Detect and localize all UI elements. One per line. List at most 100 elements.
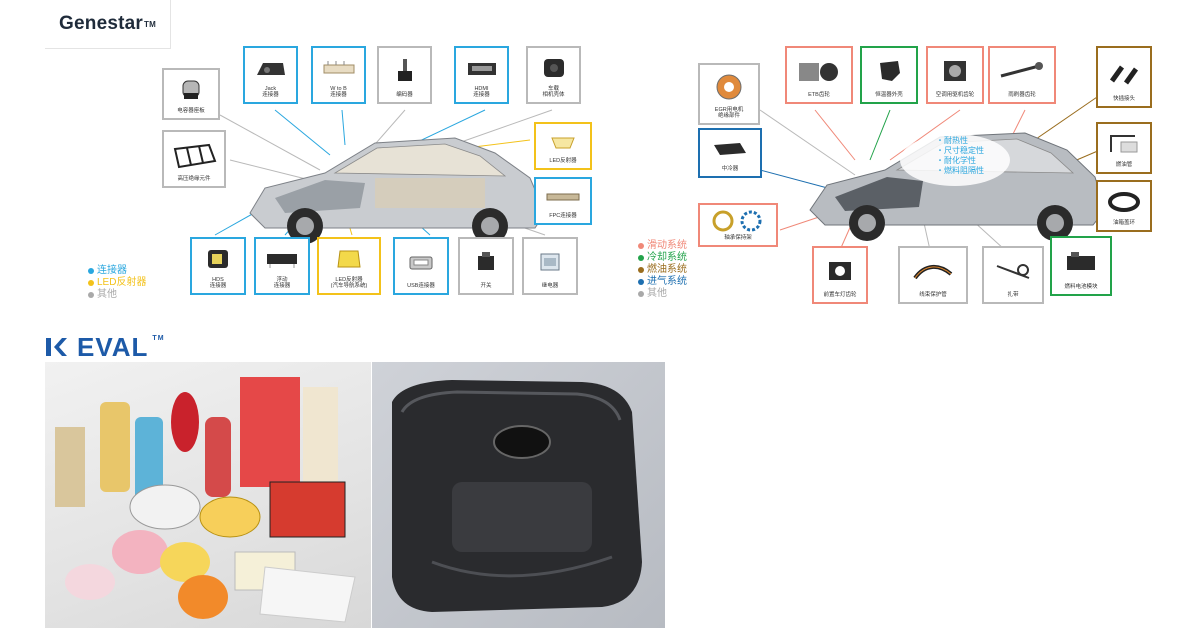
encoder-icon [381, 50, 428, 92]
legend-item: 进气系统 [638, 276, 687, 288]
feature-item: ・耐热性 [936, 136, 968, 145]
floating-connector-icon [258, 241, 306, 277]
part-label: 电容器座板 [177, 108, 205, 115]
part-box-harness-protector: 线束保护管 [898, 246, 968, 304]
part-label: 空调用驱机齿轮 [935, 92, 975, 99]
part-box-camera-housing: 车载相机壳体 [526, 46, 581, 104]
packaging-illustration [55, 377, 356, 623]
headlamp-gear-icon [816, 250, 864, 292]
part-box-fuel-pipe: 燃油管 [1096, 122, 1152, 174]
part-label: 继电器 [541, 283, 559, 290]
system-car-diagram: EGR用电机绝缘部件 ETB齿轮 恒温器外壳 空调用驱机齿轮 雨刷器齿轮 快插接… [630, 40, 1170, 305]
part-box-led-reflector: LED反射器 [534, 122, 592, 170]
part-label: 线束保护管 [919, 292, 947, 299]
part-label: 开关 [480, 283, 492, 290]
part-label: 前置车灯齿轮 [823, 292, 857, 299]
genestar-tm: TM [144, 19, 156, 29]
part-box-bearing-cage: 轴承保持架 [698, 203, 778, 247]
legend-dot [638, 267, 644, 273]
part-box-fuel-cap-ring: 油箱盖环 [1096, 180, 1152, 232]
part-box-intercooler: 中冷器 [698, 128, 762, 178]
part-label: 编码器 [396, 92, 413, 99]
part-label: 高压绝缘元件 [177, 176, 211, 183]
part-box-relay: 继电器 [522, 237, 578, 295]
legend-text: 燃油系统 [647, 264, 687, 275]
left-legend: 连接器 LED反射器 其他 [88, 265, 146, 301]
legend-dot [88, 292, 94, 298]
part-label: EGR用电机绝缘部件 [714, 106, 744, 120]
right-legend: 滑动系统 冷却系统 燃油系统 进气系统 其他 [638, 240, 687, 300]
feature-item: ・耐化学性 [936, 156, 976, 165]
part-box-egr-insulator: EGR用电机绝缘部件 [698, 63, 760, 125]
legend-item: 燃油系统 [638, 264, 687, 276]
legend-dot [638, 243, 644, 249]
bearing-cage-icon [702, 207, 774, 235]
legend-item: LED反射器 [88, 277, 146, 289]
legend-item: 冷却系统 [638, 252, 687, 264]
part-box-encoder: 编码器 [377, 46, 432, 104]
legend-item: 连接器 [88, 265, 146, 277]
led-reflector-icon [538, 126, 588, 158]
jack-connector-icon [247, 50, 294, 86]
part-box-switch: 开关 [458, 237, 514, 295]
legend-dot [88, 280, 94, 286]
part-label: 中冷器 [721, 166, 739, 173]
legend-item: 其他 [638, 288, 687, 300]
relay-icon [526, 241, 574, 283]
part-label: 燃料电池模块 [1064, 284, 1098, 291]
part-label: 雨刷器齿轮 [1008, 92, 1036, 99]
usb-connector-icon [397, 241, 445, 283]
capacitor-icon [166, 72, 216, 108]
legend-text: 冷却系统 [647, 252, 687, 263]
fuel-tank-illustration [392, 380, 642, 612]
part-label: 油箱盖环 [1112, 220, 1135, 227]
part-label: 轴承保持架 [724, 235, 752, 242]
legend-item: 滑动系统 [638, 240, 687, 252]
part-box-etb-gear: ETB齿轮 [785, 46, 853, 104]
cable-tie-icon [986, 250, 1040, 292]
part-label: LED反射器(汽车导航系统) [330, 276, 368, 290]
part-label: 恒温器外壳 [875, 92, 903, 99]
etb-gear-icon [789, 50, 849, 92]
insulator-frame-icon [166, 134, 222, 176]
feature-item: ・燃料阻隔性 [936, 166, 984, 175]
part-box-floating-connector: 浮动连接器 [254, 237, 310, 295]
legend-text: 其他 [647, 288, 667, 299]
fpc-connector-icon [538, 181, 588, 213]
legend-text: LED反射器 [97, 277, 147, 288]
eval-tm: TM [152, 335, 165, 342]
legend-text: 连接器 [97, 265, 127, 276]
part-box-capacitor-seat: 电容器座板 [162, 68, 220, 120]
fuel-tank-photo [372, 362, 665, 628]
right-car-illustration [759, 94, 1106, 251]
legend-dot [638, 255, 644, 261]
part-label: FPC连接器 [549, 213, 577, 220]
feature-item: ・尺寸稳定性 [936, 146, 984, 155]
food-packaging-photo [45, 362, 371, 628]
legend-item: 其他 [88, 289, 146, 301]
part-label: 浮动连接器 [273, 276, 291, 290]
wire-to-board-icon [315, 50, 362, 86]
fuel-pipe-icon [1100, 126, 1148, 162]
hds-connector-icon [194, 241, 242, 277]
wiper-gear-icon [992, 50, 1052, 92]
part-label: 快插接头 [1112, 96, 1135, 103]
part-label: 燃油管 [1115, 162, 1133, 169]
eval-logo-mark [46, 338, 67, 356]
harness-tube-icon [902, 250, 964, 292]
part-box-led-reflector-nav: LED反射器(汽车导航系统) [317, 237, 381, 295]
led-reflector-nav-icon [321, 241, 377, 277]
ac-gear-icon [930, 50, 980, 92]
part-box-hv-insulator: 高压绝缘元件 [162, 130, 226, 188]
part-box-cable-tie: 扎带 [982, 246, 1044, 304]
camera-housing-icon [530, 50, 577, 86]
part-box-thermostat-housing: 恒温器外壳 [860, 46, 918, 104]
part-label: 扎带 [1007, 292, 1019, 299]
